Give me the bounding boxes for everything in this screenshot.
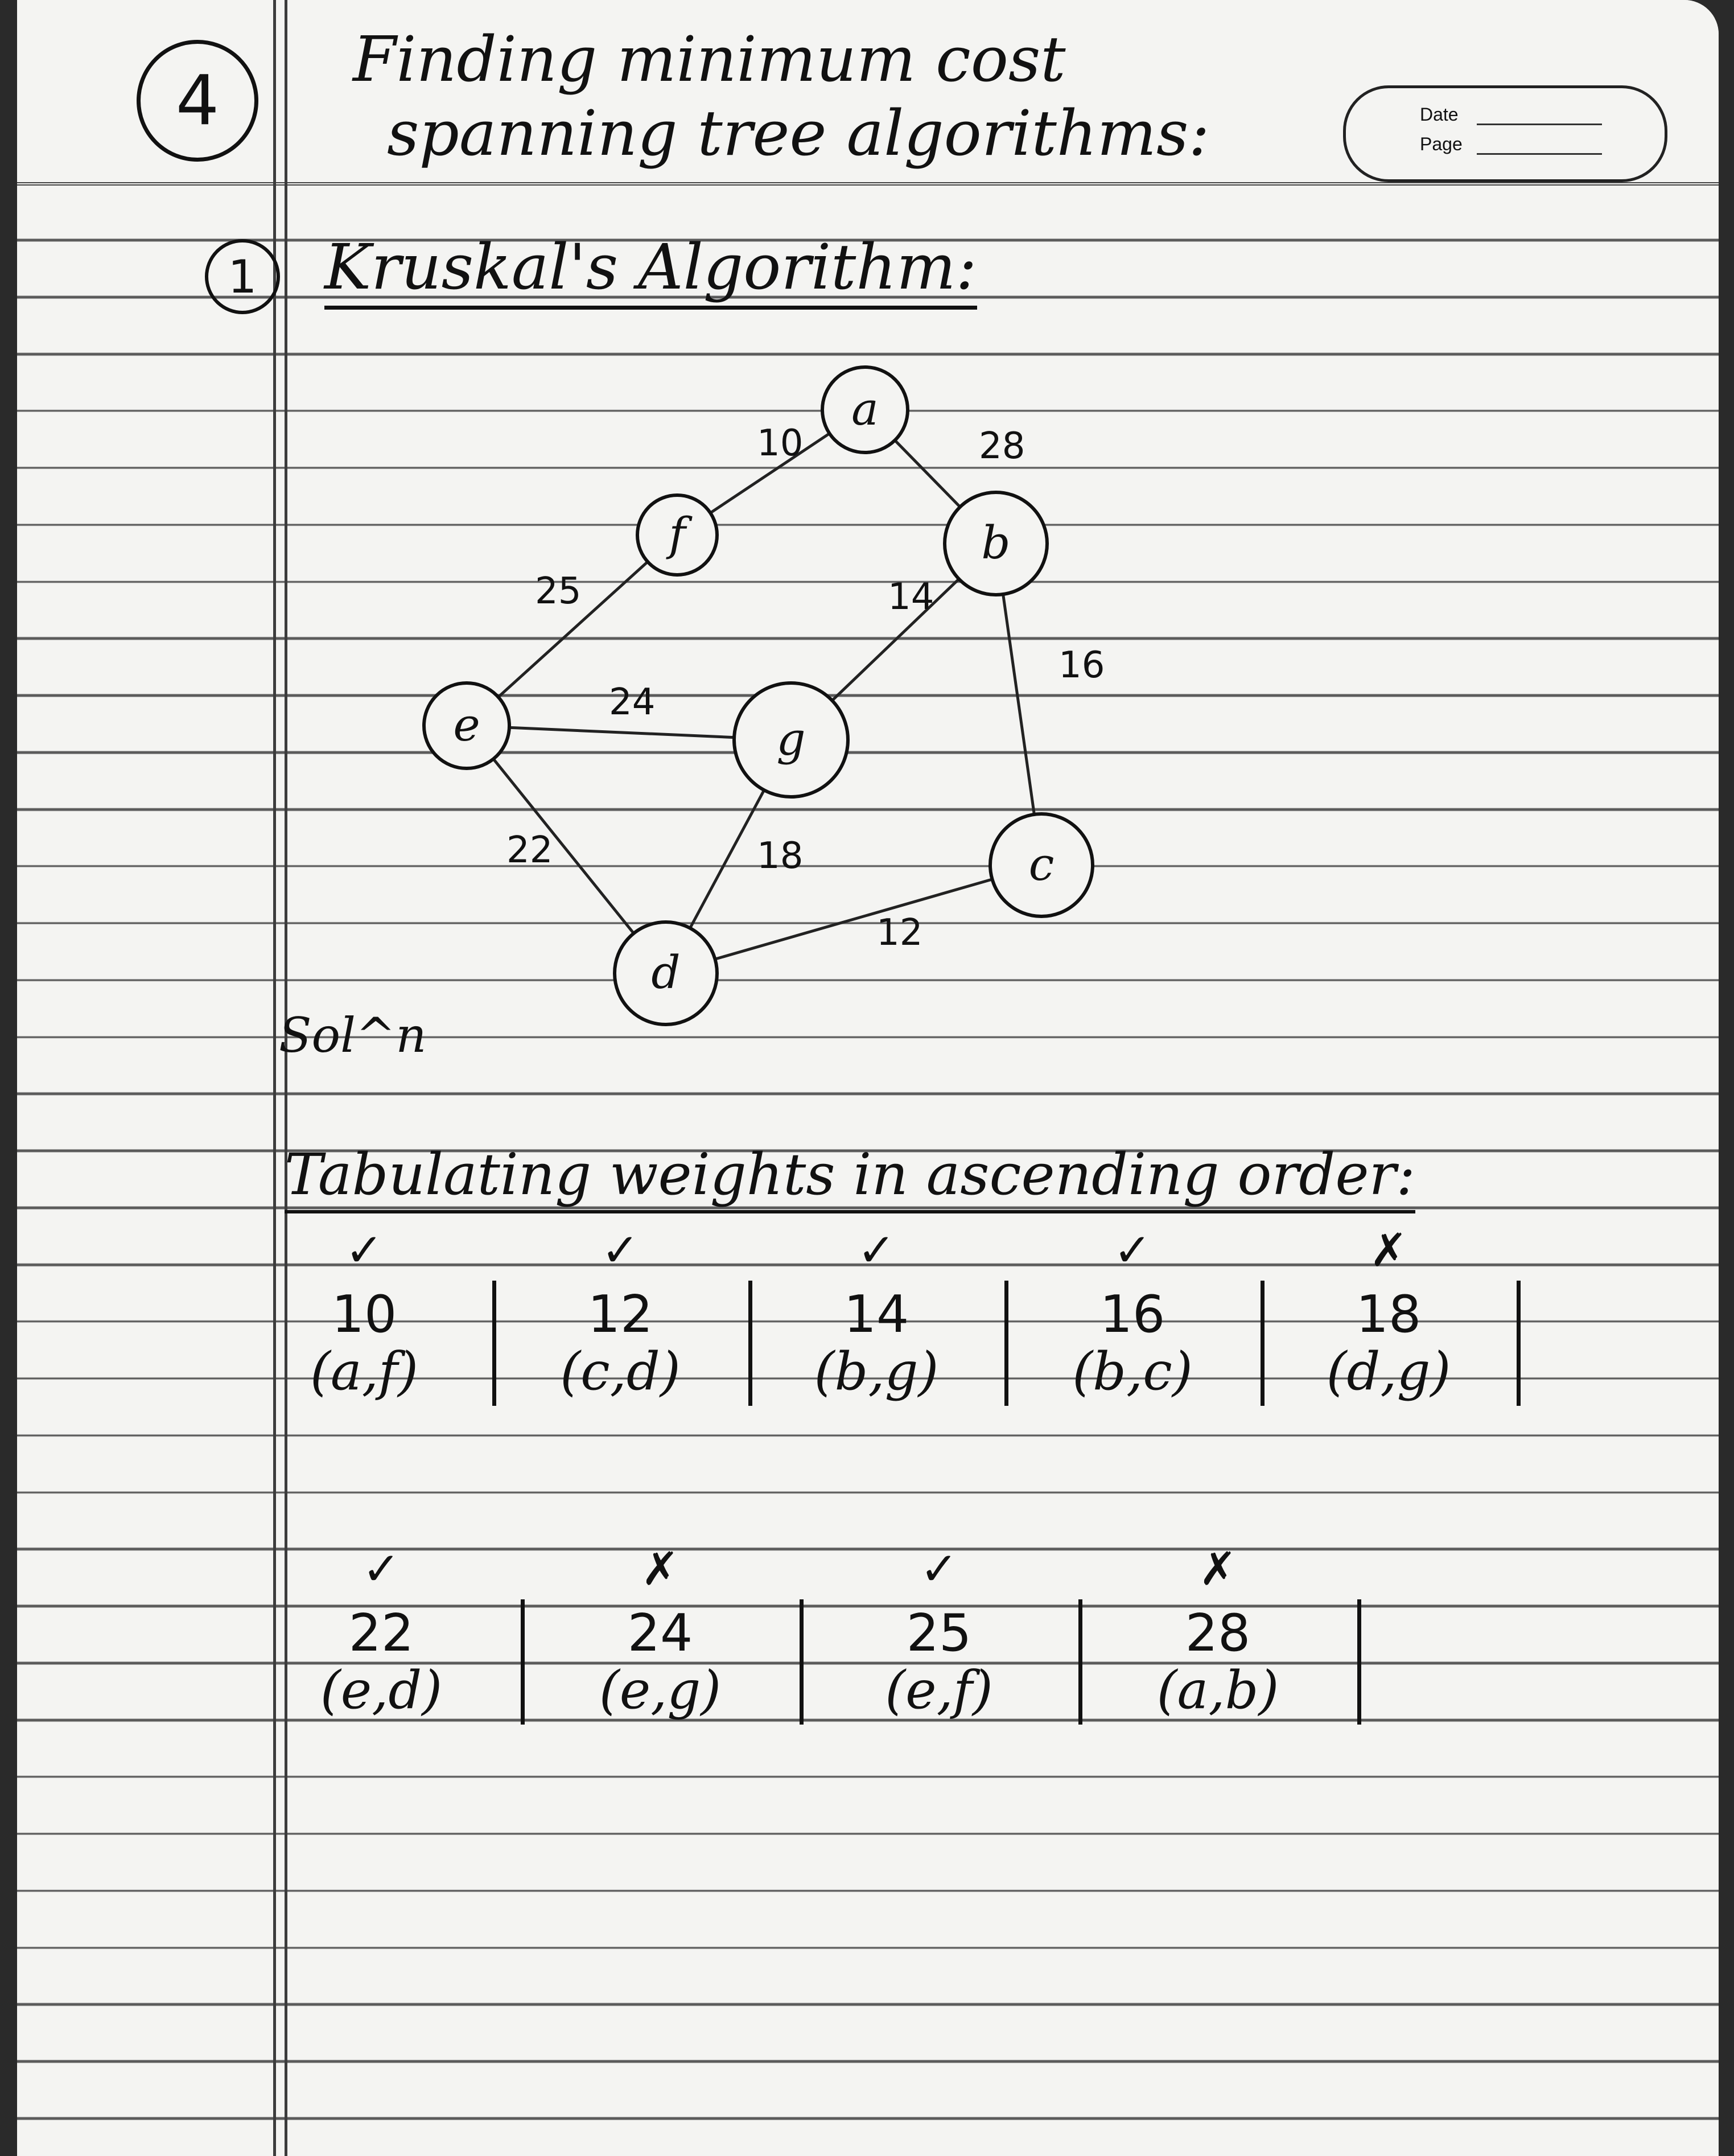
- edge-weight-label: 14: [888, 576, 934, 618]
- edge-pair: (a,b): [1156, 1660, 1279, 1721]
- edge-weight: 14: [843, 1285, 909, 1344]
- edge-weight: 12: [587, 1285, 653, 1344]
- selection-mark: ✓: [345, 1224, 384, 1277]
- table-divider: [521, 1599, 525, 1725]
- graph-node-c: [988, 812, 1094, 918]
- edge-weight: 18: [1356, 1285, 1422, 1344]
- edge-pair: (e,d): [320, 1660, 443, 1721]
- graph-node-d: [613, 920, 719, 1026]
- table-divider: [1517, 1281, 1521, 1406]
- edge-weight-label: 18: [757, 835, 803, 877]
- graph-node-f: [636, 493, 719, 577]
- weight-cell: ✗ 24(e,g): [552, 1542, 768, 1721]
- table-divider: [492, 1281, 496, 1406]
- edge-pair: (e,f): [885, 1660, 993, 1721]
- node-label: d: [651, 946, 680, 999]
- edge-pair: (b,g): [814, 1341, 939, 1402]
- page-title-line-2: spanning tree algorithms:: [387, 97, 1210, 170]
- weight-cell: ✓ 14(b,g): [768, 1224, 985, 1402]
- date-rule: [1477, 124, 1602, 125]
- node-label: e: [453, 698, 480, 751]
- edge-pair: (e,g): [599, 1660, 722, 1721]
- edge-weight-label: 25: [535, 570, 581, 612]
- table-divider: [1261, 1281, 1265, 1406]
- weight-cell: ✓ 10(a,f): [256, 1224, 472, 1402]
- graph-node-b: [943, 491, 1049, 596]
- edge-weight: 16: [1099, 1285, 1165, 1344]
- section-number: 1: [205, 239, 280, 314]
- node-label: c: [1029, 838, 1055, 891]
- edge-weight: 28: [1185, 1603, 1251, 1663]
- weight-cell: ✓ 12(c,d): [512, 1224, 728, 1402]
- page-rule: [1477, 153, 1602, 155]
- graph-node-e: [422, 681, 511, 770]
- selection-mark: ✓: [601, 1224, 640, 1277]
- table-divider: [748, 1281, 752, 1406]
- table-divider: [1357, 1599, 1361, 1725]
- page-label: Page: [1420, 134, 1463, 154]
- weight-cell: ✗ 18(d,g): [1280, 1224, 1497, 1402]
- chapter-number: 4: [137, 40, 258, 162]
- graph-node-g: [732, 681, 850, 799]
- graph-edge-e-d: [466, 725, 667, 974]
- edge-pair: (d,g): [1326, 1341, 1451, 1402]
- edge-pair: (b,c): [1072, 1341, 1193, 1402]
- notebook-page: 4 Finding minimum cost spanning tree alg…: [17, 0, 1719, 2156]
- node-label: g: [776, 713, 805, 766]
- selection-mark: ✓: [857, 1224, 896, 1277]
- node-label: b: [981, 516, 1010, 569]
- graph-edge-b-c: [994, 543, 1043, 866]
- edge-weight-label: 12: [876, 912, 922, 954]
- table-divider: [1078, 1599, 1082, 1725]
- graph-edge-d-c: [665, 863, 1042, 975]
- selection-mark: ✗: [641, 1542, 679, 1595]
- date-label: Date: [1420, 104, 1459, 125]
- date-page-stamp: Date Page: [1343, 85, 1667, 182]
- edge-weight-label: 10: [757, 422, 803, 464]
- weight-cell: ✗ 28(a,b): [1110, 1542, 1326, 1721]
- edge-weight: 10: [331, 1285, 397, 1344]
- edge-weight: 25: [906, 1603, 972, 1663]
- edge-weight: 24: [627, 1603, 693, 1663]
- table-divider: [800, 1599, 804, 1725]
- edge-weight-label: 28: [979, 425, 1025, 467]
- selection-mark: ✗: [1369, 1224, 1408, 1277]
- page-title-line-1: Finding minimum cost: [353, 23, 1066, 96]
- graph-edge-f-e: [466, 534, 678, 727]
- weight-cell: ✓ 22(e,d): [273, 1542, 489, 1721]
- weight-cell: ✓ 16(b,c): [1024, 1224, 1241, 1402]
- table-divider: [1004, 1281, 1008, 1406]
- edge-pair: (a,f): [310, 1341, 418, 1402]
- edge-weight-label: 22: [506, 829, 553, 871]
- tabulation-heading: Tabulating weights in ascending order:: [285, 1141, 1416, 1213]
- selection-mark: ✓: [362, 1542, 401, 1595]
- margin-line: [273, 0, 276, 2156]
- edge-weight-label: 24: [609, 681, 655, 723]
- section-title: Kruskal's Algorithm:: [324, 231, 977, 310]
- header-band: [17, 0, 1719, 186]
- weight-cell: ✓ 25(e,f): [831, 1542, 1047, 1721]
- margin-line: [285, 0, 287, 2156]
- edge-pair: (c,d): [560, 1341, 681, 1402]
- selection-mark: ✗: [1198, 1542, 1237, 1595]
- solution-label: Sol^n: [279, 1007, 427, 1063]
- node-label: a: [851, 382, 879, 435]
- graph-node-a: [821, 365, 909, 454]
- selection-mark: ✓: [1113, 1224, 1152, 1277]
- edge-weight: 22: [348, 1603, 414, 1663]
- edge-weight-label: 16: [1058, 644, 1105, 686]
- selection-mark: ✓: [920, 1542, 958, 1595]
